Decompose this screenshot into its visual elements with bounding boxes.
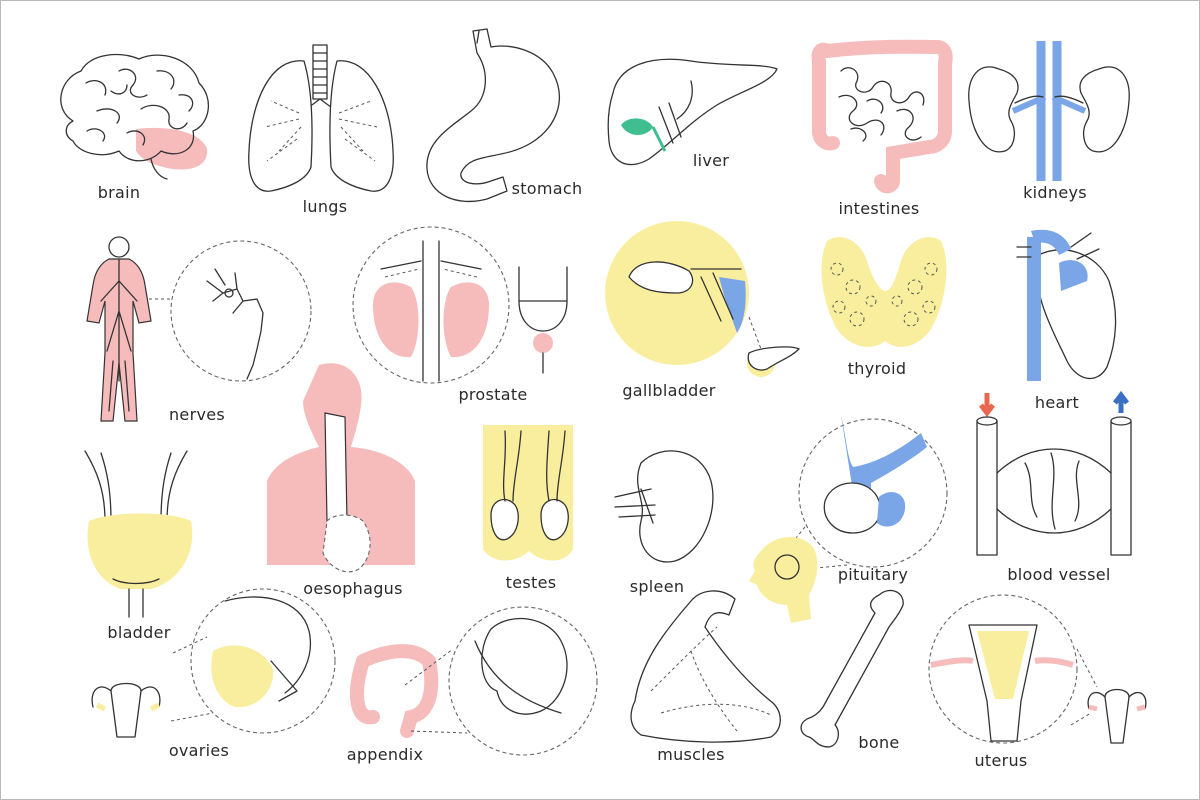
label-testes: testes — [505, 573, 557, 592]
kidneys-icon — [968, 41, 1130, 181]
label-spleen: spleen — [629, 577, 685, 596]
stomach-icon — [426, 28, 560, 203]
label-kidneys: kidneys — [1023, 183, 1087, 202]
nerves-icon — [86, 236, 312, 422]
bladder-icon — [84, 450, 193, 618]
blood-vessel-icon — [976, 390, 1132, 556]
label-lungs: lungs — [302, 197, 348, 216]
gallbladder-icon — [605, 221, 800, 377]
uterus-icon — [928, 594, 1147, 744]
label-gallbladder: gallbladder — [622, 381, 716, 400]
prostate-icon — [352, 226, 568, 384]
label-pituitary: pituitary — [837, 565, 909, 584]
testes-icon — [483, 425, 573, 561]
thyroid-follicles — [830, 262, 938, 327]
thyroid-icon — [821, 237, 947, 347]
liver-icon — [607, 58, 778, 166]
label-brain: brain — [97, 183, 141, 202]
label-prostate: prostate — [458, 385, 528, 404]
label-ovaries: ovaries — [168, 741, 230, 760]
lungs-icon — [248, 44, 394, 192]
brain-icon — [60, 53, 209, 180]
label-bone: bone — [858, 733, 900, 752]
intestines-icon — [811, 39, 953, 194]
appendix-icon — [350, 606, 598, 756]
label-appendix: appendix — [346, 745, 424, 764]
pituitary-icon — [749, 415, 948, 623]
label-uterus: uterus — [974, 751, 1028, 770]
label-bladder: bladder — [107, 623, 171, 642]
label-nerves: nerves — [168, 405, 226, 424]
muscles-icon — [630, 590, 781, 743]
oesophagus-icon — [267, 363, 415, 573]
label-liver: liver — [692, 151, 730, 170]
spleen-icon — [614, 450, 714, 563]
label-muscles: muscles — [657, 745, 725, 764]
label-stomach: stomach — [511, 179, 583, 198]
label-intestines: intestines — [838, 199, 920, 218]
label-thyroid: thyroid — [847, 359, 907, 378]
label-heart: heart — [1034, 393, 1080, 412]
label-blood-vessel: blood vessel — [1007, 565, 1111, 584]
bone-icon — [800, 589, 904, 748]
ovaries-icon — [91, 588, 336, 738]
heart-icon — [1016, 229, 1117, 381]
label-oesophagus: oesophagus — [303, 579, 403, 598]
